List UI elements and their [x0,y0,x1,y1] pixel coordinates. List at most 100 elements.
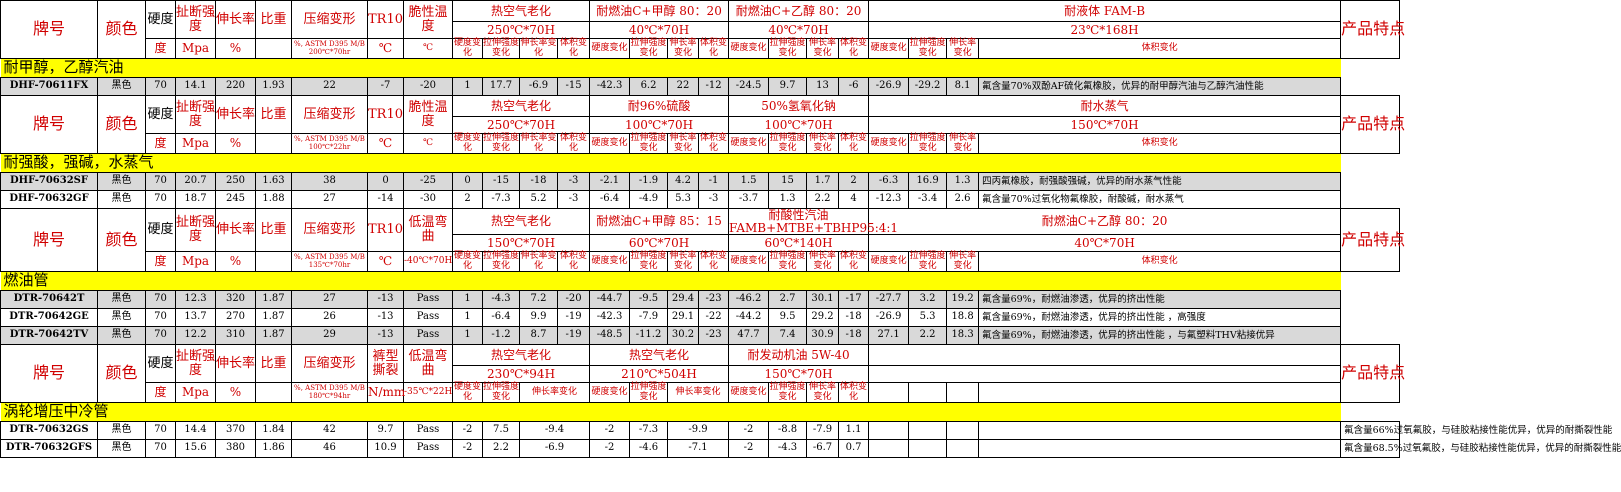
value-cell: 7.4 [768,326,808,346]
elongation-unit: % [215,251,256,273]
sub-header: 硬度变化 [452,38,483,59]
value-cell: 46 [291,439,368,459]
value-cell: -2.1 [589,172,631,191]
empty-cell [255,251,292,273]
value-cell: -26.9 [868,308,910,328]
value-cell: -18 [838,326,870,346]
value-cell: 16.9 [908,172,948,191]
section-title: 耐甲醇，乙醇汽油 [0,58,1341,78]
value-cell: -15 [482,172,520,191]
value-cell: 2.6 [946,190,980,209]
value-cell: -26.9 [868,77,910,96]
value-cell: 70 [145,326,176,346]
brittle-header: 低温弯曲 [403,344,453,384]
color-cell: 黑色 [97,326,146,346]
tr10-unit: ℃ [367,133,404,154]
value-cell: 13.7 [175,308,216,328]
value-cell: -29.2 [908,77,948,96]
tensile-header: 扯断强度 [175,0,216,39]
value-cell: 2.2 [908,326,948,346]
value-cell: 4.2 [667,172,700,191]
value-cell: -4.3 [482,290,520,310]
sub-header: 体积变化 [838,38,870,59]
elongation-unit: % [215,382,256,404]
test-condition: 60℃*70H [589,234,730,253]
sub-header: 拉伸强度变化 [482,38,520,59]
value-cell: 27 [291,290,368,310]
sub-header: 拉伸强度变化 [908,133,948,154]
compression-header: 压缩变形 [291,207,368,253]
value-cell: -2 [589,439,631,459]
value-cell: 0.7 [838,439,870,459]
tensile-unit: Mpa [175,251,216,273]
test-name: 耐水蒸气 [868,95,1342,117]
value-cell: -6.9 [518,439,591,459]
test-name: 热空气老化 [451,207,591,236]
brittle-unit: -40℃*70H [403,251,453,273]
tensile-header: 扯断强度 [175,344,216,384]
sub-header: 拉伸强度变化 [768,251,808,273]
sub-header: 伸长率变化 [806,38,840,59]
value-cell: 2.2 [482,439,520,459]
value-cell: 12.2 [175,326,216,346]
value-cell: 1 [452,308,483,328]
color-header: 颜色 [97,0,146,59]
value-cell: 29.2 [806,308,840,328]
value-cell: 70 [145,190,176,209]
sub-header: 体积变化 [838,251,870,273]
color-header: 颜色 [97,95,146,154]
value-cell: -3 [698,190,730,209]
empty-cell [255,133,292,154]
test-name: 热空气老化 [451,0,591,22]
compression-header: 压缩变形 [291,0,368,39]
sub-header: 伸长率变化 [806,133,840,154]
test-name: 耐燃油C+乙醇 80：20 [728,0,870,22]
sub-header: 拉伸强度变化 [768,38,808,59]
test-name: 耐96%硫酸 [589,95,730,117]
value-cell: -2 [728,439,770,459]
value-cell: -24.5 [728,77,770,96]
elongation-unit: % [215,38,256,59]
value-cell: 27 [291,190,368,209]
value-cell: -4.3 [768,439,808,459]
value-cell: 14.1 [175,77,216,96]
grade-header: 牌号 [0,207,98,273]
value-cell: 70 [145,421,176,441]
value-cell: -11.2 [629,326,669,346]
empty-cell [946,421,980,441]
value-cell: 320 [215,290,256,310]
value-cell: -22 [698,308,730,328]
sub-header: 伸长率变化 [946,251,980,273]
value-cell: 7.5 [482,421,520,441]
sub-header: 伸长率变化 [667,133,700,154]
value-cell: 1.7 [806,172,840,191]
value-cell: -18 [519,172,558,191]
value-cell: -1.9 [629,172,669,191]
value-cell: 27.1 [868,326,910,346]
sub-header: 硬度变化 [728,382,770,404]
value-cell: -4.6 [629,439,669,459]
color-header: 颜色 [97,344,146,404]
grade-cell: DHF-70632GF [0,190,98,209]
compression-header: 压缩变形 [291,344,368,384]
value-cell: 22 [291,77,368,96]
sub-header: 体积变化 [978,38,1342,59]
section-title: 耐强酸，强碱，水蒸气 [0,153,1341,173]
value-cell: -6.7 [806,439,840,459]
hardness-unit: 度 [145,38,176,59]
empty-cell [978,439,1342,459]
sub-header: 伸长率变化 [667,251,700,273]
value-cell: -46.2 [728,290,770,310]
value-cell: 12.3 [175,290,216,310]
value-cell: -12 [698,77,730,96]
sub-header: 伸长率变化 [519,133,558,154]
sub-header: 体积变化 [698,251,730,273]
value-cell: Pass [403,439,453,459]
value-cell: -44.2 [728,308,770,328]
